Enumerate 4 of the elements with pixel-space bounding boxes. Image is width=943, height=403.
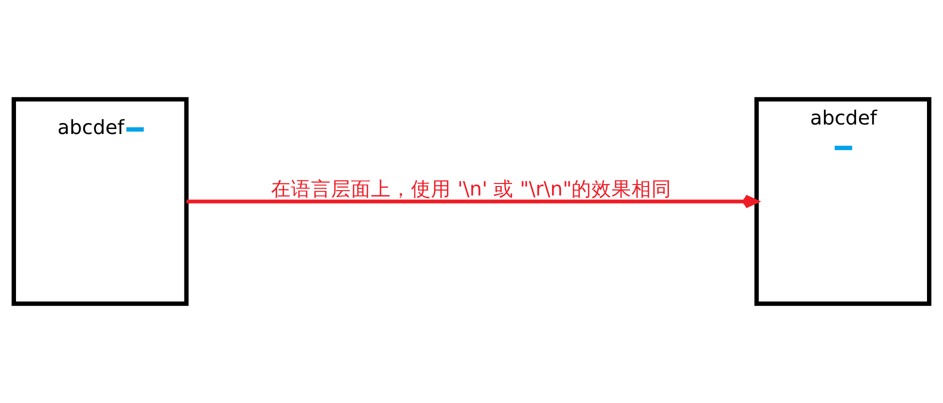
edge-label: 在语言层面上，使用 '\n' 或 "\r\n"的效果相同: [271, 177, 672, 200]
node-box: abcdef: [12, 97, 189, 306]
arrow: [186, 194, 758, 208]
node-box: abcdef: [754, 97, 932, 306]
